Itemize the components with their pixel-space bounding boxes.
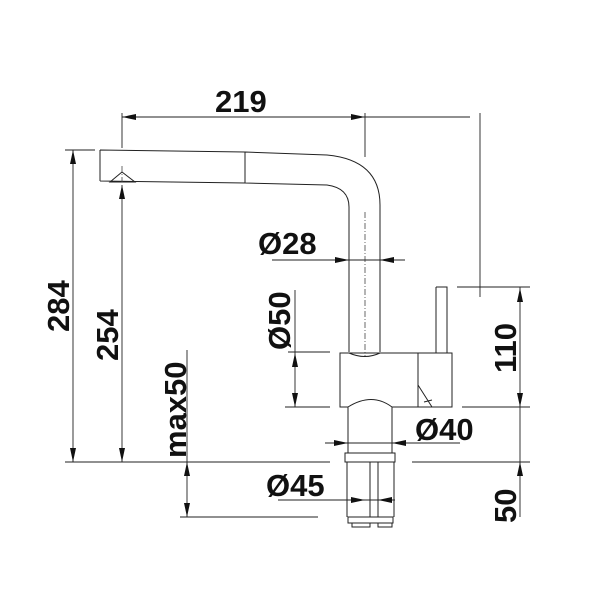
dim-total-height-label: 284 [41, 280, 76, 332]
base-stem [344, 407, 396, 463]
dim-reach-label: 219 [215, 84, 267, 119]
dim-lever-height-label: 110 [488, 323, 523, 373]
dim-shank-length-label: 50 [488, 489, 523, 523]
faucet-outline [99, 149, 453, 528]
dim-max-deck-label: max50 [158, 361, 193, 458]
dim-body-height-label: Ø50 [262, 291, 297, 350]
dimension-lines [65, 113, 530, 518]
center-line [121, 166, 366, 357]
spout [99, 149, 381, 352]
lever-handle [417, 286, 453, 408]
aerator-nozzle [108, 171, 137, 183]
dim-spout-height-label: 254 [90, 309, 125, 361]
faucet-body [339, 352, 419, 408]
dim-spout-diameter-label: Ø28 [258, 226, 317, 261]
dim-base-diameter-label: Ø40 [415, 412, 474, 447]
mounting-shanks [346, 462, 395, 528]
dim-shank-diameter-label: Ø45 [266, 468, 325, 503]
